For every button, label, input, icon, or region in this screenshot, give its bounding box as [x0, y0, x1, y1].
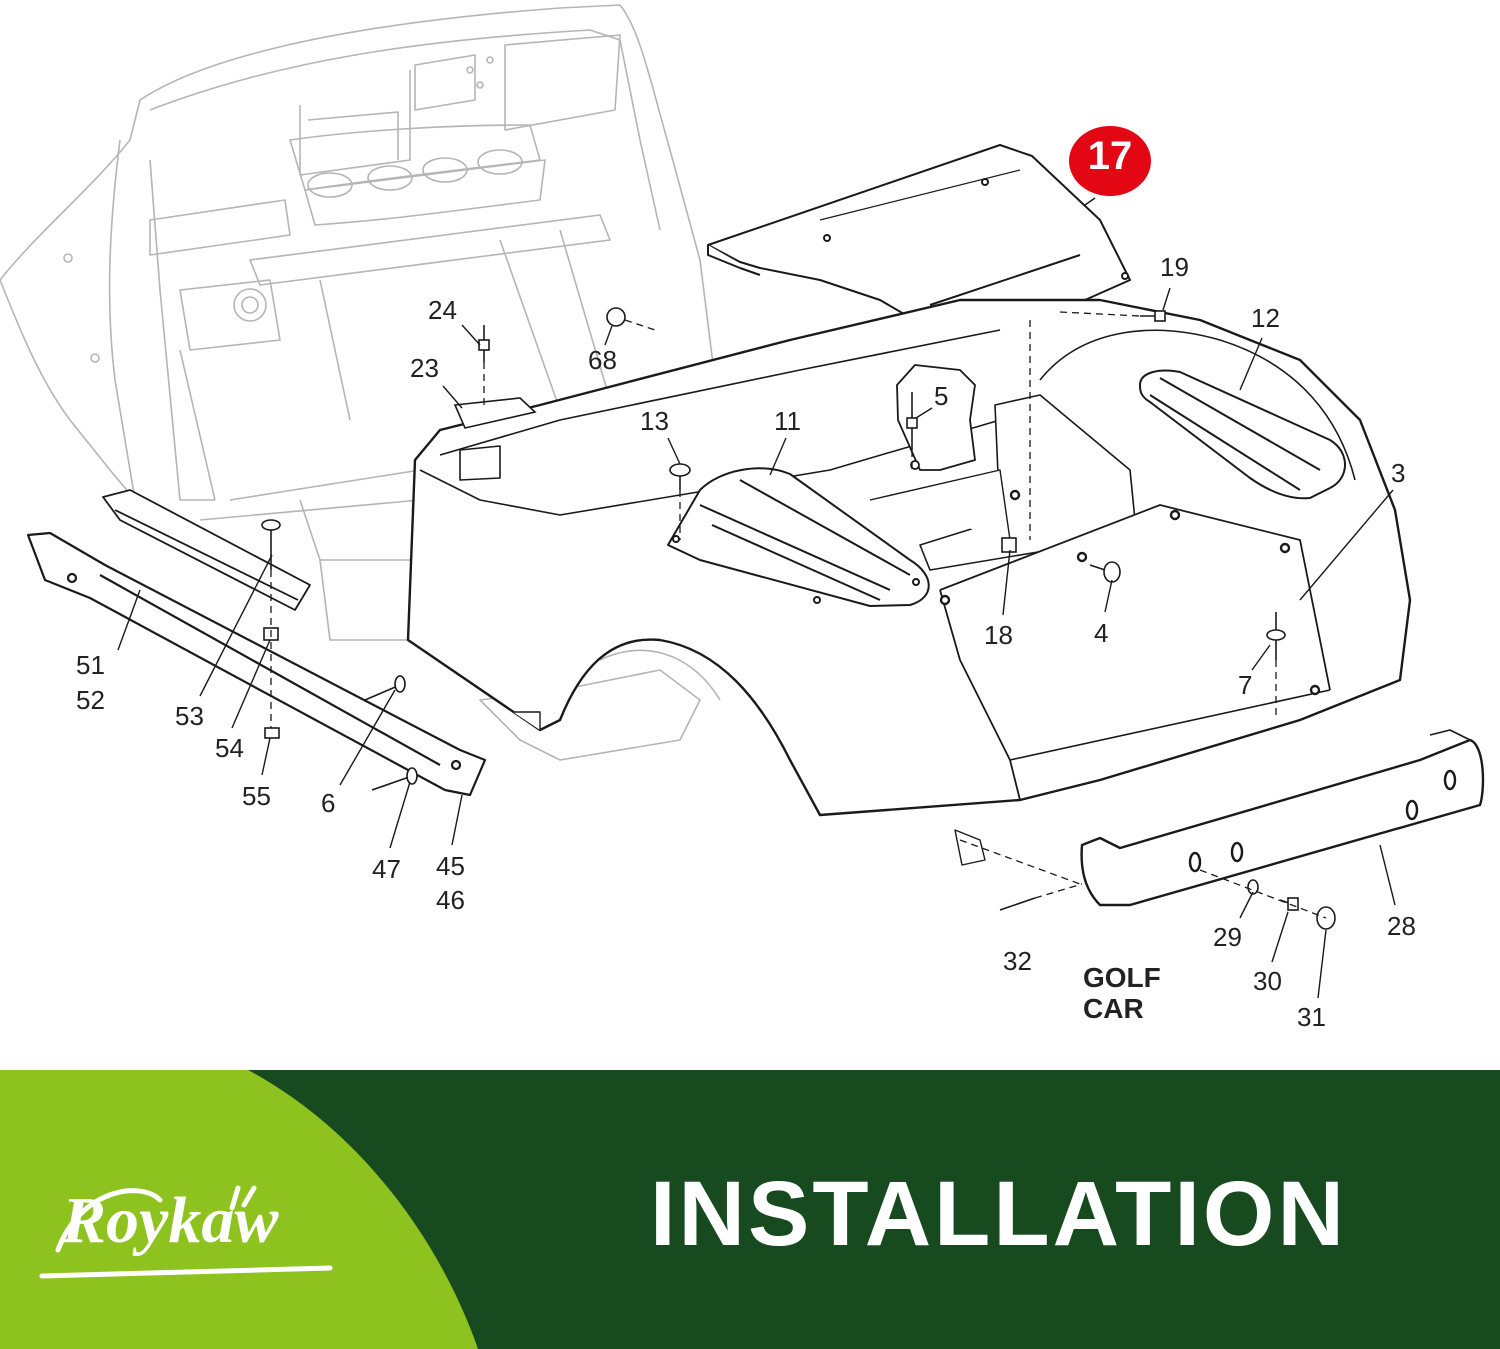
callout-32: 32: [1003, 946, 1032, 976]
exploded-parts-diagram: [0, 4, 1485, 999]
callout-52: 52: [76, 685, 105, 715]
callout-68: 68: [588, 345, 617, 375]
callout-7: 7: [1238, 670, 1253, 700]
callout-51: 51: [76, 650, 105, 680]
callout-30: 30: [1253, 966, 1282, 996]
vehicle-label-line2: CAR: [1083, 993, 1144, 1024]
callout-19: 19: [1160, 252, 1189, 282]
banner-green-shape: [0, 1070, 478, 1349]
callout-4: 4: [1094, 618, 1109, 648]
leader-lines: [117, 197, 1396, 999]
callout-3: 3: [1391, 458, 1406, 488]
brand-logo: Roykaw: [62, 1184, 279, 1257]
hardware-fasteners: [261, 307, 1336, 930]
callout-6: 6: [321, 788, 336, 818]
callout-45: 45: [436, 851, 465, 881]
callout-55: 55: [242, 781, 271, 811]
banner-title: INSTALLATION: [650, 1163, 1347, 1265]
rear-bumper-28: [954, 729, 1485, 907]
callout-54: 54: [215, 733, 244, 763]
bracket-5-outline: [896, 364, 976, 471]
callout-53: 53: [175, 701, 204, 731]
callout-18: 18: [984, 620, 1013, 650]
rocker-panel-45: [26, 531, 487, 797]
callout-31: 31: [1297, 1002, 1326, 1032]
callout-11: 11: [774, 406, 801, 436]
brand-logo-mark: [39, 1185, 333, 1279]
callout-29: 29: [1213, 922, 1242, 952]
callout-23: 23: [410, 353, 439, 383]
installation-banner: [0, 1040, 1500, 1349]
callout-12: 12: [1251, 303, 1280, 333]
highlight-badge: [1069, 126, 1151, 196]
sill-plate-51: [102, 489, 311, 611]
callout-13: 13: [640, 406, 669, 436]
callout-46: 46: [436, 885, 465, 915]
callout-47: 47: [372, 854, 401, 884]
side-grip-mat-11: [667, 467, 930, 607]
vehicle-label: GOLF CAR: [1083, 962, 1161, 1024]
vehicle-label-line1: GOLF: [1083, 962, 1161, 993]
highlight-number: 17: [1087, 134, 1133, 178]
callout-24: 24: [428, 295, 457, 325]
callout-28: 28: [1387, 911, 1416, 941]
rear-grip-mat-12: [1139, 369, 1346, 500]
alignment-lines: [270, 311, 1327, 919]
callout-5: 5: [934, 381, 949, 411]
